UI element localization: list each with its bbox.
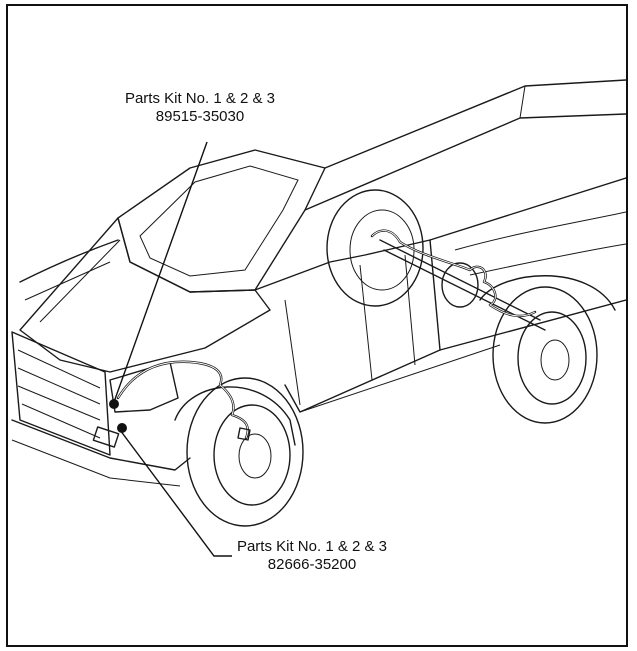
- truck-body: [11, 79, 626, 487]
- diagram-frame: [6, 4, 628, 647]
- connector-marker-upper: [109, 399, 119, 409]
- callout-upper-title: Parts Kit No. 1 & 2 & 3: [124, 90, 276, 107]
- callout-lower-title: Parts Kit No. 1 & 2 & 3: [236, 538, 388, 555]
- leader-line-upper: [109, 141, 208, 409]
- rear-wheel-right: [492, 286, 598, 424]
- connector-marker-lower: [117, 423, 127, 433]
- front-wheel: [186, 377, 304, 527]
- leader-line-lower: [117, 423, 232, 557]
- front-sensor-harness: [116, 360, 251, 441]
- callout-upper-part-number: 89515-35030: [155, 108, 245, 125]
- rear-sensor-harness: [370, 229, 537, 318]
- callout-upper: Parts Kit No. 1 & 2 & 3 89515-35030: [100, 90, 300, 126]
- callout-lower: Parts Kit No. 1 & 2 & 3 82666-35200: [212, 538, 412, 574]
- callout-lower-part-number: 82666-35200: [267, 556, 357, 573]
